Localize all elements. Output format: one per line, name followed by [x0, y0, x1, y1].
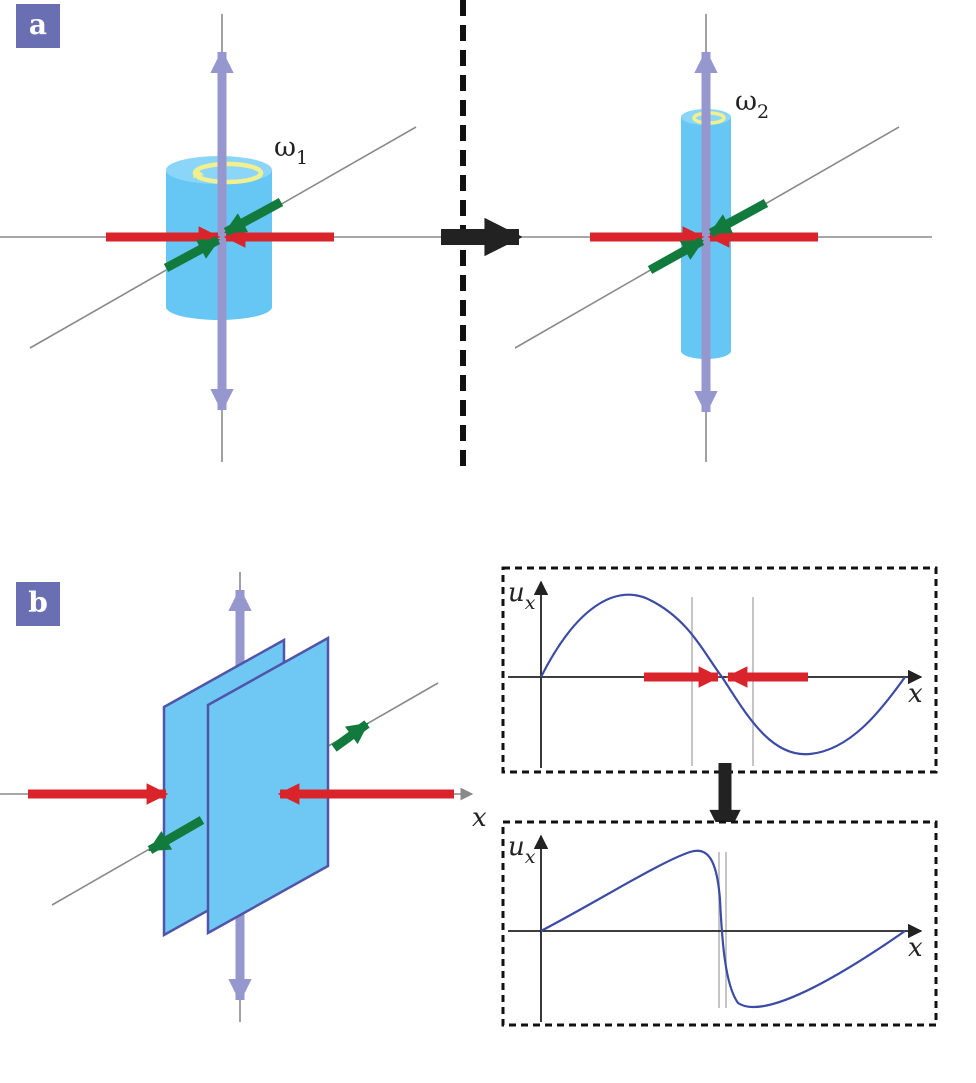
panel-a: ω1 ω2 — [0, 0, 932, 470]
panel-b: x ux x ux — [0, 566, 938, 1027]
transverse-arrow-lower — [647, 237, 705, 274]
plot-after: ux x — [501, 820, 938, 1027]
colliding-sheets-system: x — [0, 572, 487, 1022]
x-axis-label: x — [908, 679, 923, 709]
transverse-arrow-front — [331, 720, 370, 752]
rotation-ring-icon — [192, 161, 264, 185]
transverse-arrow-upper — [223, 198, 284, 236]
left-rotating-cylinder-system: ω1 — [0, 14, 448, 462]
omega-1-label: ω1 — [274, 132, 308, 169]
transverse-arrow-back — [147, 816, 205, 854]
right-rotating-cylinder-system: ω2 — [514, 14, 932, 462]
y-axis-label: ux — [508, 832, 536, 868]
omega-2-label: ω2 — [735, 86, 769, 123]
displacement-curve — [540, 593, 906, 756]
displacement-curve — [540, 849, 906, 1009]
x-axis-label: x — [908, 933, 923, 963]
transverse-arrow-upper — [708, 199, 769, 237]
panel-a-label: a — [16, 4, 60, 48]
plot-frame — [501, 566, 938, 774]
plot-before: ux x — [501, 566, 938, 774]
transverse-arrow-lower — [163, 236, 221, 272]
panel-b-label: b — [16, 582, 60, 626]
sheet-x-axis-label: x — [472, 803, 487, 833]
y-axis-label: ux — [508, 578, 536, 614]
front-sheet — [206, 635, 330, 936]
